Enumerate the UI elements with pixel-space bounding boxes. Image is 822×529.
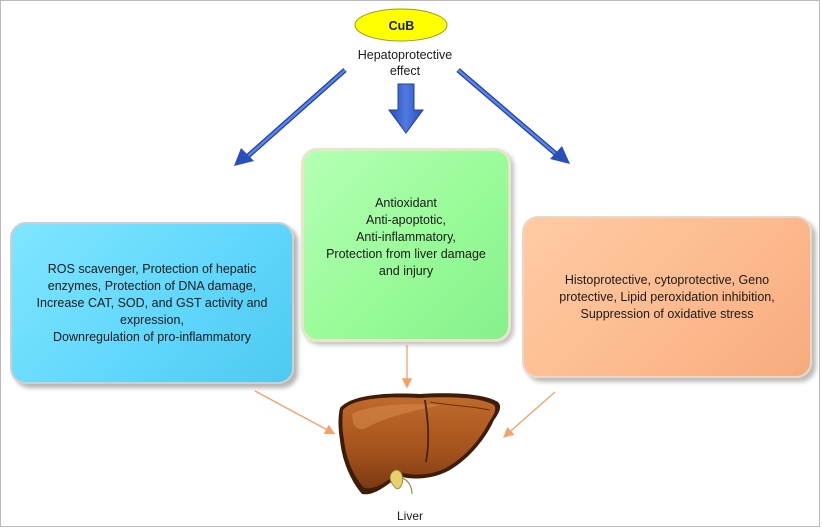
orange-arrow-left (254, 390, 336, 435)
blue-arrow-left (234, 68, 347, 166)
hepatoprotective-effect-label: Hepatoprotective effect (357, 48, 453, 78)
liver-label: Liver (396, 509, 423, 523)
blue-arrow-right (456, 68, 570, 164)
mechanism-box-left-text: ROS scavenger, Protection of hepatic enz… (36, 261, 268, 344)
cub-ellipse (354, 8, 448, 42)
cub-label: CuB (388, 18, 415, 33)
blue-arrow-center (388, 83, 424, 134)
mechanism-box-left: ROS scavenger, Protection of hepatic enz… (10, 222, 294, 384)
mechanism-box-center-text: Antioxidant Anti-apoptotic, Anti-inflamm… (326, 196, 486, 278)
liver-icon (338, 393, 501, 495)
mechanism-box-right-text: Histoprotective, cytoprotective, Geno pr… (559, 272, 775, 321)
mechanism-box-right: Histoprotective, cytoprotective, Geno pr… (522, 216, 812, 378)
orange-arrow-right (503, 391, 556, 438)
mechanism-box-center: Antioxidant Anti-apoptotic, Anti-inflamm… (301, 148, 511, 342)
